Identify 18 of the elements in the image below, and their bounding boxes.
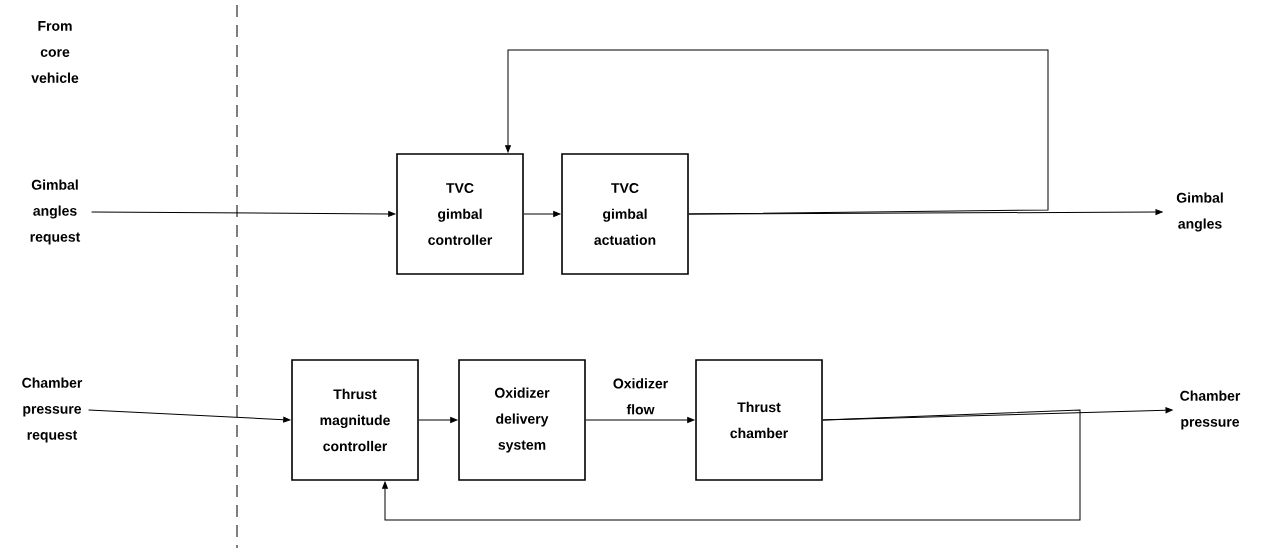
signal-label: Chamber pressure request [22, 377, 83, 443]
arrow [91, 211, 396, 217]
signal-label: Gimbal angles [1176, 192, 1223, 232]
side-label: From core vehicle [31, 21, 79, 83]
signal-label: Gimbal angles request [30, 179, 81, 245]
edge-label: Oxidizer flow [604, 374, 677, 418]
process-box: Thrust chamber [695, 359, 823, 481]
arrow [418, 417, 458, 423]
arrow [382, 409, 1081, 521]
process-box: Oxidizer delivery system [458, 359, 586, 481]
arrow [585, 417, 695, 423]
signal-label: Chamber pressure [1180, 390, 1241, 430]
arrow [88, 409, 291, 423]
process-box: TVC gimbal controller [396, 153, 524, 275]
process-box: Thrust magnitude controller [291, 359, 419, 481]
process-box: TVC gimbal actuation [561, 153, 689, 275]
arrow [523, 211, 561, 217]
arrow [505, 49, 1049, 215]
